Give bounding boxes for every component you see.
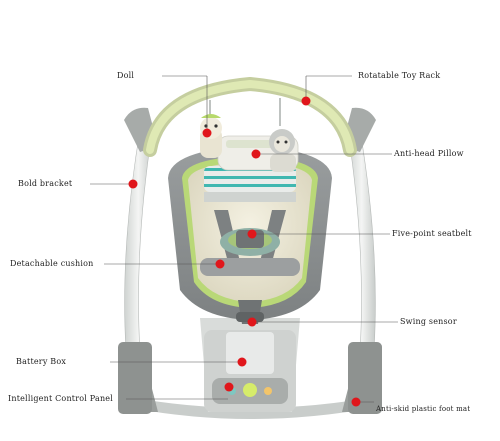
swing-frame — [118, 107, 382, 414]
label-foot-mat: Anti-skid plastic foot mat — [376, 405, 471, 413]
label-control-panel: Intelligent Control Panel — [8, 394, 113, 403]
marker-foot-mat — [351, 397, 361, 407]
marker-control-panel — [224, 382, 234, 392]
label-seatbelt: Five-point seatbelt — [392, 229, 472, 238]
doll-toy — [200, 114, 222, 158]
label-doll: Doll — [117, 71, 135, 80]
label-toy-rack: Rotatable Toy Rack — [358, 71, 441, 80]
animal-toy — [269, 129, 296, 172]
callout-markers — [128, 96, 361, 407]
label-cushion: Detachable cushion — [10, 259, 94, 268]
leader-lines — [90, 75, 398, 403]
swing-base — [124, 318, 380, 419]
label-battery-box: Battery Box — [16, 357, 67, 366]
marker-toy-rack — [301, 96, 311, 106]
label-swing-sensor: Swing sensor — [400, 317, 457, 326]
marker-swing-sensor — [247, 317, 257, 327]
marker-bracket — [128, 179, 138, 189]
toy-rack-arch — [143, 76, 357, 157]
label-pillow: Anti-head Pillow — [394, 149, 464, 158]
marker-cushion — [215, 259, 225, 269]
swing-sensor-arm — [236, 300, 264, 324]
marker-doll — [202, 128, 212, 138]
marker-seatbelt — [247, 229, 257, 239]
label-bracket: Bold bracket — [18, 179, 73, 188]
marker-battery-box — [237, 357, 247, 367]
marker-pillow — [251, 149, 261, 159]
